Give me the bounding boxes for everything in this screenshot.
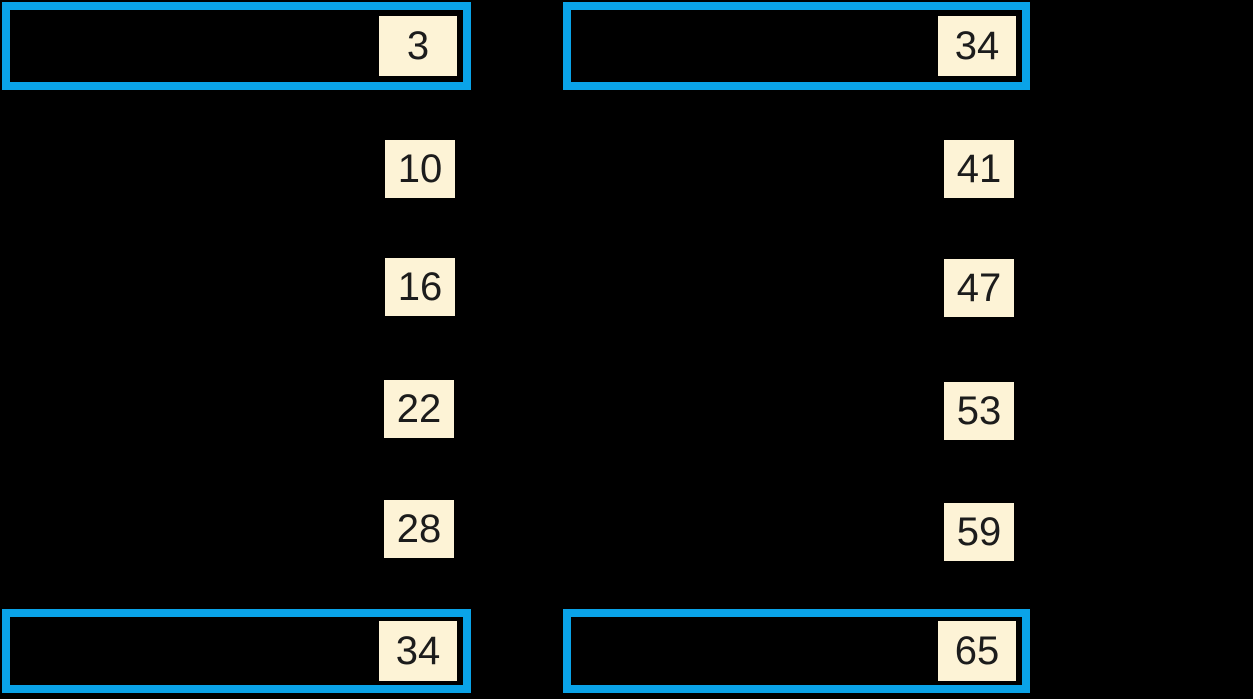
- value-tag: 16: [385, 258, 455, 316]
- value-tag: 22: [384, 380, 454, 438]
- value-tag: 47: [944, 259, 1014, 317]
- value-tag: 41: [944, 140, 1014, 198]
- value-tag: 53: [944, 382, 1014, 440]
- highlighted-row-right-first: 34: [563, 2, 1030, 90]
- value-tag: 28: [384, 500, 454, 558]
- value-tag: 65: [938, 621, 1016, 681]
- value-tag: 34: [938, 16, 1016, 76]
- value-tag: 3: [379, 16, 457, 76]
- value-tag: 34: [379, 621, 457, 681]
- highlighted-row-left-first: 3: [2, 2, 471, 90]
- highlighted-row-right-last: 65: [563, 609, 1030, 693]
- highlighted-row-left-last: 34: [2, 609, 471, 693]
- value-tag: 10: [385, 140, 455, 198]
- value-tag: 59: [944, 503, 1014, 561]
